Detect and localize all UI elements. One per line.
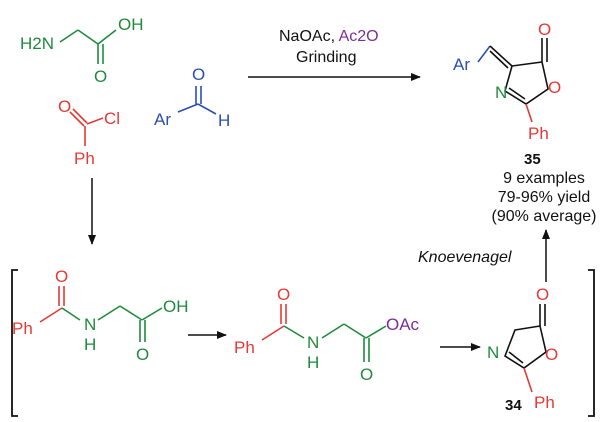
hippuric-acid xyxy=(39,286,163,342)
glycine-amine: H2N xyxy=(20,34,54,53)
aldehyde-aryl: Ar xyxy=(154,110,171,129)
product-35-examples: 9 examples xyxy=(503,170,585,187)
conditions-reagents: NaOAc, Ac2O xyxy=(279,28,379,45)
oxazolone-34-number: 34 xyxy=(505,397,522,414)
glycine-hydroxyl: OH xyxy=(118,15,144,34)
hippuric-hydroxyl: OH xyxy=(163,297,189,316)
oxazolone-34-carbonyl-oxygen: O xyxy=(536,285,549,304)
mixed-anhydride xyxy=(261,304,387,362)
benzoyl-chloride xyxy=(69,108,104,146)
aldehyde-oxygen: O xyxy=(192,65,205,84)
glycine xyxy=(59,29,117,64)
aldehyde-hydrogen: H xyxy=(218,111,230,130)
hippuric-amide-oxygen: O xyxy=(55,267,68,286)
left-bracket xyxy=(11,269,18,417)
product-35-nitrogen: N xyxy=(495,83,507,102)
aryl-aldehyde xyxy=(177,86,217,115)
anhydride-phenyl: Ph xyxy=(234,338,255,357)
oxazolone-34-phenyl: Ph xyxy=(534,393,555,412)
product-35-aryl: Ar xyxy=(453,55,470,74)
oxazolone-34-ring-oxygen: O xyxy=(545,345,558,364)
benzoyl-chlorine: Cl xyxy=(104,109,120,128)
product-35-structure xyxy=(477,38,549,123)
anhydride-amide-oxygen: O xyxy=(277,285,290,304)
product-35-average: (90% average) xyxy=(492,208,597,225)
anhydride-nitrogen: N xyxy=(307,333,319,352)
product-35-carbonyl-oxygen: O xyxy=(538,20,551,39)
hippuric-acid-oxygen: O xyxy=(136,345,149,364)
product-35-phenyl: Ph xyxy=(528,124,549,143)
benzoyl-phenyl: Ph xyxy=(74,149,95,168)
hippuric-nh-hydrogen: H xyxy=(84,335,96,354)
conditions-method: Grinding xyxy=(296,49,356,66)
glycine-carbonyl-oxygen: O xyxy=(94,67,107,86)
right-bracket xyxy=(588,269,595,417)
product-35-number: 35 xyxy=(524,151,541,168)
benzoyl-oxygen: O xyxy=(58,97,71,116)
product-35-yield: 79-96% yield xyxy=(498,189,591,206)
oxazolone-34-nitrogen: N xyxy=(487,343,499,362)
product-35-ring-oxygen: O xyxy=(548,78,561,97)
anhydride-acetoxy: OAc xyxy=(386,315,420,334)
hippuric-phenyl: Ph xyxy=(12,319,33,338)
hippuric-nitrogen: N xyxy=(84,315,96,334)
anhydride-nh-hydrogen: H xyxy=(307,353,319,372)
oxazolone-34-structure xyxy=(504,304,547,393)
knoevenagel-label: Knoevenagel xyxy=(418,249,512,266)
anhydride-carbonyl-oxygen: O xyxy=(360,365,373,384)
